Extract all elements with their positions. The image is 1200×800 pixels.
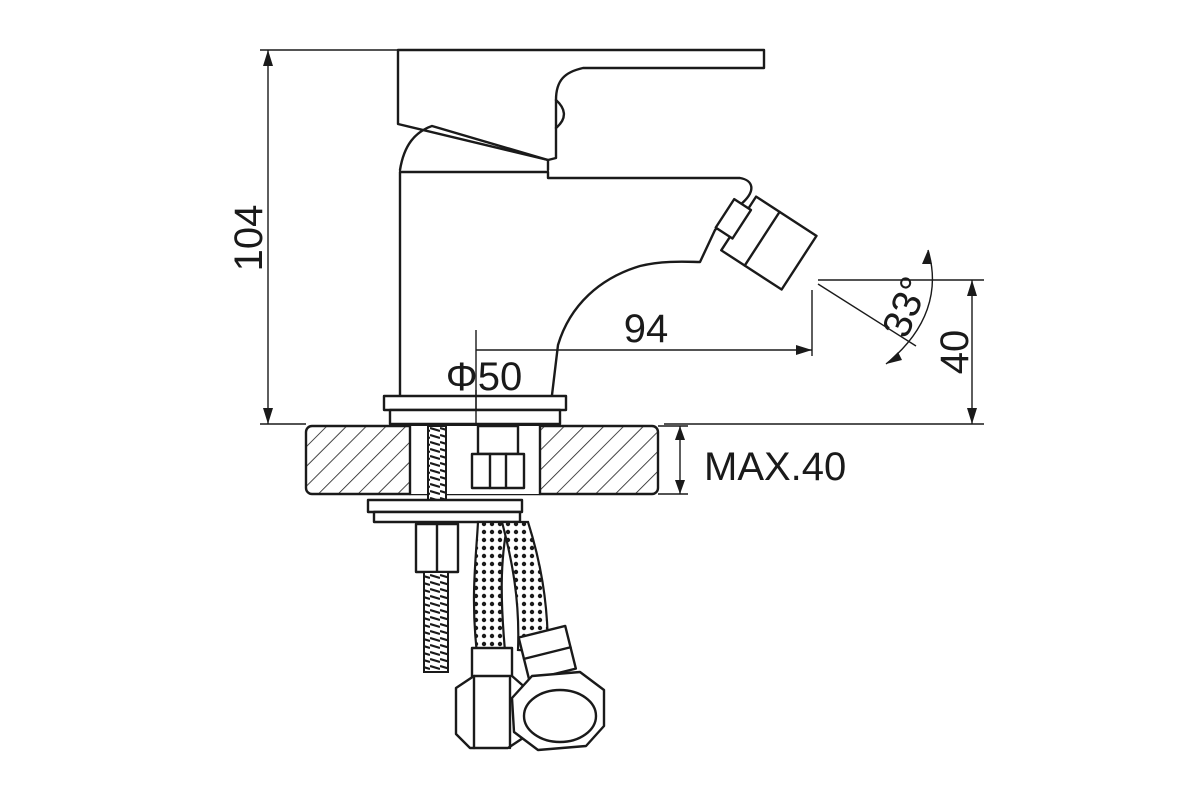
lever-neck bbox=[554, 98, 566, 130]
lever-handle bbox=[396, 48, 766, 162]
dim-spray-angle bbox=[817, 249, 934, 365]
dim-94-label: 94 bbox=[624, 307, 669, 351]
dim-104-label: 104 bbox=[227, 205, 271, 272]
faucet-body bbox=[382, 48, 818, 426]
dim-spout-reach bbox=[475, 290, 813, 410]
dim-spout-height bbox=[664, 279, 984, 425]
cartridge-dome bbox=[398, 124, 550, 172]
dim-33deg-label: 33° bbox=[874, 271, 937, 344]
dim-max40-label: MAX.40 bbox=[704, 445, 846, 489]
faucet-block bbox=[398, 170, 753, 397]
hose-connector bbox=[470, 424, 526, 490]
fixing-plate bbox=[366, 498, 524, 524]
dim-40-label: 40 bbox=[933, 330, 977, 375]
mounting-stud bbox=[414, 425, 460, 673]
dim-deck-thickness bbox=[658, 425, 688, 495]
dim-phi50-label: Φ50 bbox=[446, 355, 522, 399]
spray-head bbox=[714, 195, 818, 291]
base-flange-lower bbox=[388, 408, 562, 426]
hose-nut-right bbox=[510, 624, 606, 752]
dim-overall-height bbox=[260, 49, 398, 425]
